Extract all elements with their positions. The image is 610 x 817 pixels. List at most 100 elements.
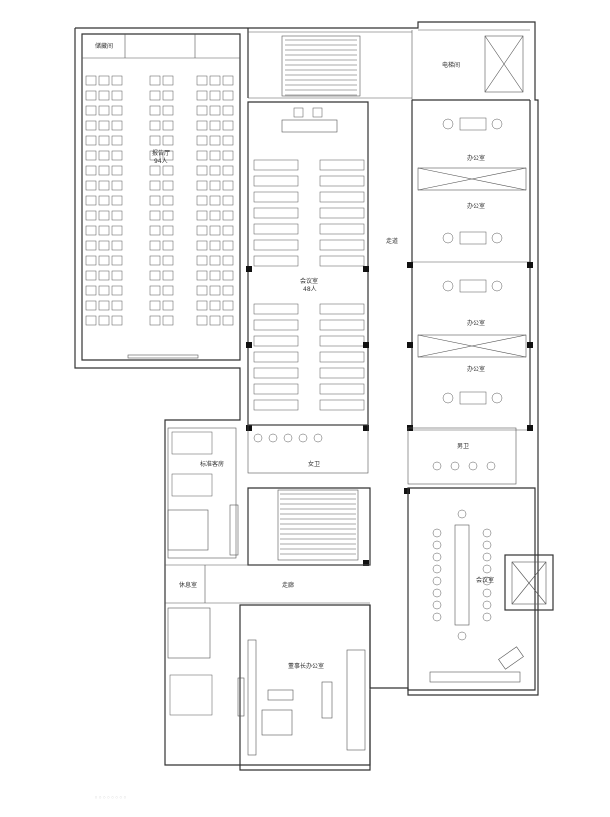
meeting-table [319,399,365,411]
seat [98,75,110,86]
office-chair [491,280,503,292]
seat [196,285,208,296]
seat [111,210,123,221]
stair-mid [247,487,371,566]
elevator [484,35,554,611]
seat [111,240,123,251]
seat [162,315,174,326]
conf-chair [482,612,492,622]
seat [149,120,161,131]
seat [222,180,234,191]
seat [98,225,110,236]
seat [196,255,208,266]
meeting-table [253,223,299,235]
toilet [432,461,442,471]
seat [209,105,221,116]
conf-chair [482,540,492,550]
label-corridor-mid: 走廊 [282,581,294,589]
meeting-table [253,207,299,219]
meeting-table [319,255,365,267]
meeting-table [319,159,365,171]
seat [222,135,234,146]
conf-chair [432,552,442,562]
seat [98,240,110,251]
seat [98,165,110,176]
seat [98,90,110,101]
conf-chair [432,588,442,598]
meeting-table [319,223,365,235]
meeting-table [319,175,365,187]
label-electrical: 电梯间 [442,61,460,69]
seat [162,255,174,266]
outer-walls [74,21,539,771]
seat [98,150,110,161]
seat [222,255,234,266]
office-chair [491,392,503,404]
seat [85,180,97,191]
label-corridor-right: 走道 [386,237,398,245]
seat [162,150,174,161]
toilet [298,433,308,443]
seat [98,270,110,281]
seat [209,120,221,131]
conf-chair [482,528,492,538]
seat [85,165,97,176]
meeting-table [253,319,299,331]
seat [98,120,110,131]
seat [222,240,234,251]
seat [149,315,161,326]
label-male-wc: 男卫 [457,443,469,450]
label-office-1: 办公室 [467,154,485,162]
seat [149,285,161,296]
toilet [283,433,293,443]
lecture-hall-seats [85,75,234,326]
seat [98,135,110,146]
seat [111,285,123,296]
seat [162,120,174,131]
seat [196,150,208,161]
seat [196,135,208,146]
seat [85,300,97,311]
toilet [253,433,263,443]
seat [222,285,234,296]
seat [149,210,161,221]
meeting-table [253,239,299,251]
meeting-table [253,335,299,347]
seat [196,225,208,236]
column [246,266,252,272]
column [404,488,410,494]
seat [222,150,234,161]
toilet [486,461,496,471]
seat [85,240,97,251]
seat [196,240,208,251]
seat [149,240,161,251]
seat [149,195,161,206]
toilet [268,433,278,443]
guest-room [167,427,239,559]
office-chair [491,118,503,130]
seat [222,165,234,176]
seat [98,285,110,296]
seat [209,210,221,221]
seat [149,90,161,101]
seat [196,315,208,326]
meeting-table [319,207,365,219]
label-lounge: 休息室 [179,581,197,589]
seat [85,315,97,326]
label-guest-room: 标准客房 [200,460,224,468]
seat [85,90,97,101]
seat [196,120,208,131]
seat [222,75,234,86]
seat [162,225,174,236]
office-chair [442,280,454,292]
column [246,425,252,431]
column [363,425,369,431]
seat [209,75,221,86]
seat [111,90,123,101]
conf-chair [432,600,442,610]
meeting-room [247,101,369,426]
label-chairman-office: 董事长办公室 [288,662,324,670]
seat [196,180,208,191]
seat [98,180,110,191]
